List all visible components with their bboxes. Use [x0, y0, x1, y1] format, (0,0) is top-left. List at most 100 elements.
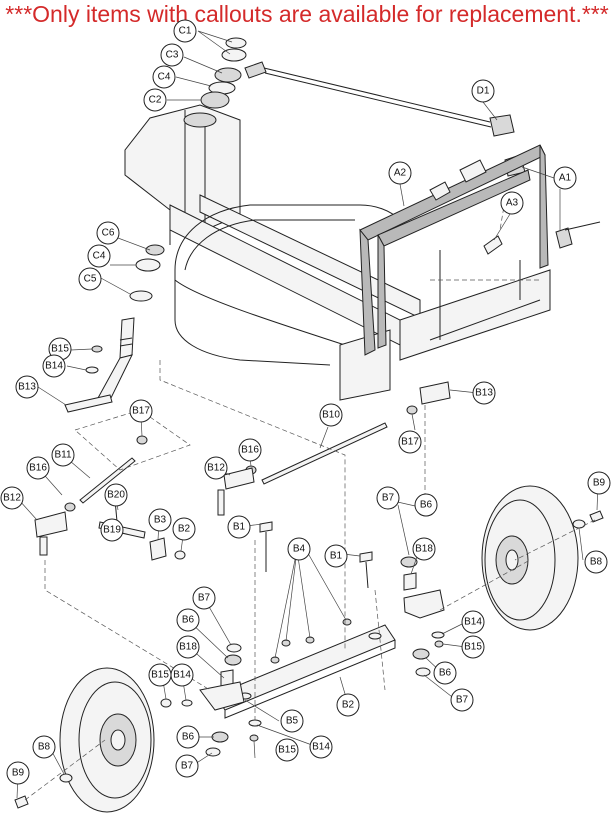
callout-a1: A1: [553, 166, 577, 190]
callout-b7-right-lower: B7: [450, 688, 474, 712]
svg-text:B2: B2: [178, 524, 191, 535]
svg-text:B15: B15: [151, 670, 169, 681]
svg-text:B7: B7: [181, 761, 194, 772]
callout-b9-left: B9: [6, 761, 30, 785]
main-frame: [124, 104, 601, 401]
callout-c3: C3: [160, 43, 184, 67]
callout-b16: B16: [26, 456, 50, 480]
callout-b7: B7: [192, 586, 216, 610]
left-spindle: [160, 643, 262, 757]
callout-b9-right: B9: [587, 471, 611, 495]
svg-text:B8: B8: [38, 742, 51, 753]
callout-b1-right: B1: [324, 544, 348, 568]
callout-c6: C6: [96, 221, 120, 245]
svg-text:B18: B18: [415, 544, 433, 555]
bearing-stack: [129, 37, 247, 302]
callout-b17-right: B17: [398, 430, 422, 454]
svg-text:B13: B13: [18, 382, 36, 393]
svg-text:B17: B17: [132, 406, 150, 417]
svg-text:B14: B14: [312, 742, 330, 753]
svg-text:B7: B7: [456, 695, 469, 706]
callout-c2: C2: [143, 88, 167, 112]
callout-a2: A2: [388, 161, 412, 185]
svg-text:B11: B11: [54, 450, 71, 461]
callout-b14: B14: [42, 354, 66, 378]
callout-b15-lower: B15: [275, 738, 299, 762]
callout-b10: B10: [319, 403, 343, 427]
callout-b1: B1: [227, 515, 251, 539]
svg-text:B14: B14: [173, 670, 191, 681]
svg-text:B19: B19: [103, 525, 121, 536]
svg-text:C2: C2: [149, 95, 162, 106]
callout-b13-right: B13: [472, 381, 496, 405]
replacement-notice: ***Only items with callouts are availabl…: [5, 1, 609, 27]
callout-b14-right: B14: [461, 610, 485, 634]
callout-c5: C5: [78, 267, 102, 291]
svg-text:B16: B16: [241, 445, 259, 456]
callout-c4-lower: C4: [87, 244, 111, 268]
svg-text:B5: B5: [286, 716, 299, 727]
callout-b13: B13: [15, 375, 39, 399]
callout-b5: B5: [280, 709, 304, 733]
wiring-harness: [244, 61, 515, 137]
svg-text:B6: B6: [182, 615, 195, 626]
svg-text:B15: B15: [278, 745, 296, 756]
callout-d1: D1: [471, 79, 495, 103]
axle-bolts: [259, 521, 373, 589]
svg-text:B1: B1: [233, 522, 246, 533]
svg-text:B6: B6: [439, 668, 452, 679]
svg-text:B3: B3: [154, 515, 167, 526]
tie-rods: [34, 381, 451, 561]
svg-text:C3: C3: [166, 50, 179, 61]
callout-b19: B19: [100, 518, 124, 542]
svg-text:A3: A3: [506, 198, 519, 209]
callout-b2: B2: [172, 517, 196, 541]
callout-c4: C4: [152, 65, 176, 89]
callout-b18: B18: [176, 635, 200, 659]
svg-text:B7: B7: [382, 493, 395, 504]
svg-text:B16: B16: [29, 463, 47, 474]
callout-c1: C1: [173, 19, 197, 43]
svg-text:C6: C6: [102, 228, 115, 239]
safety-belt: [359, 144, 549, 356]
callout-b7-left-lower: B7: [175, 754, 199, 778]
callout-b15-left: B15: [148, 663, 172, 687]
axle-beam: [214, 618, 396, 719]
svg-text:B14: B14: [45, 361, 63, 372]
callout-b20: B20: [104, 483, 128, 507]
right-spindle: [400, 507, 445, 677]
svg-text:B10: B10: [322, 410, 340, 421]
callout-b4: B4: [287, 537, 311, 561]
steering-shaft: [64, 317, 148, 445]
svg-text:B12: B12: [207, 463, 225, 474]
callout-b6-right-lower: B6: [433, 661, 457, 685]
svg-text:B17: B17: [401, 437, 419, 448]
svg-text:B9: B9: [12, 768, 25, 779]
svg-text:B15: B15: [464, 642, 482, 653]
svg-text:B18: B18: [179, 642, 197, 653]
svg-text:B15: B15: [51, 344, 69, 355]
svg-text:C5: C5: [84, 274, 97, 285]
callout-b7-right: B7: [376, 486, 400, 510]
svg-text:B4: B4: [293, 544, 306, 555]
callout-b17: B17: [129, 399, 153, 423]
callout-b11: B11: [51, 443, 75, 467]
svg-text:B13: B13: [475, 388, 493, 399]
svg-text:B6: B6: [182, 732, 195, 743]
callout-b15-right: B15: [461, 635, 485, 659]
callout-b2-lower: B2: [336, 693, 360, 717]
svg-text:B8: B8: [590, 557, 603, 568]
callout-b12: B12: [0, 486, 24, 510]
callout-b8-right: B8: [584, 550, 608, 574]
svg-text:B20: B20: [107, 490, 125, 501]
svg-text:C1: C1: [179, 26, 192, 37]
svg-text:B12: B12: [3, 493, 21, 504]
svg-text:D1: D1: [477, 86, 490, 97]
svg-text:B9: B9: [593, 478, 606, 489]
callout-b6-left-lower: B6: [176, 725, 200, 749]
callout-b8-left: B8: [32, 735, 56, 759]
svg-text:A2: A2: [394, 168, 407, 179]
svg-text:C4: C4: [158, 72, 171, 83]
right-wheel: [481, 485, 604, 631]
